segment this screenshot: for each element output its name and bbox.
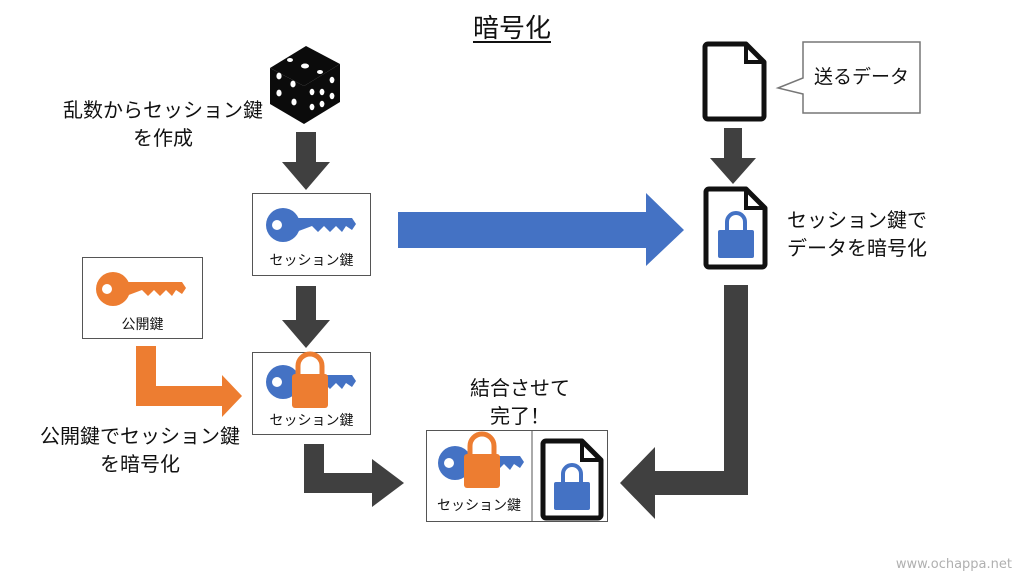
combine-label-line2: 完了！ — [490, 404, 550, 428]
public-key-box: 公開鍵 — [82, 257, 203, 339]
public-key-caption: 公開鍵 — [121, 317, 164, 333]
arrow-dice-to-session-key — [282, 132, 330, 190]
send-data-label: 送るデータ — [813, 66, 909, 88]
session-key-caption: セッション鍵 — [269, 253, 354, 269]
arrow-public-key-to-encrypt — [136, 346, 242, 417]
lock-icon — [464, 431, 500, 488]
random-key-label-line1: 乱数からセッション鍵 — [63, 98, 263, 122]
session-key-icon — [266, 208, 356, 242]
arrow-session-key-to-data — [398, 193, 684, 266]
encrypt-data-label-line2: データを暗号化 — [787, 236, 927, 260]
encrypt-key-label-line1: 公開鍵でセッション鍵 — [40, 424, 240, 448]
encrypt-key-label: 公開鍵でセッション鍵 を暗号化 — [30, 422, 250, 478]
combined-session-key-caption: セッション鍵 — [437, 498, 521, 514]
random-key-label: 乱数からセッション鍵 を作成 — [58, 96, 268, 152]
dice-icon — [270, 46, 340, 124]
encrypt-key-label-line2: を暗号化 — [100, 452, 180, 476]
document-icon — [702, 41, 767, 122]
combine-label-line1: 結合させて — [470, 376, 570, 400]
page-title: 暗号化 — [472, 14, 551, 44]
lock-icon — [292, 351, 328, 408]
public-key-icon — [96, 272, 186, 306]
random-key-label-line2: を作成 — [133, 126, 193, 150]
encrypted-document-icon — [540, 438, 604, 521]
arrow-encrypted-data-to-combined — [620, 285, 748, 519]
speech-bubble — [775, 41, 921, 114]
arrow-session-key-down — [282, 286, 330, 348]
encrypt-data-label: セッション鍵で データを暗号化 — [772, 206, 942, 262]
arrow-data-to-encrypted — [710, 128, 756, 184]
encrypted-session-key-caption: セッション鍵 — [269, 413, 354, 429]
encrypt-data-label-line1: セッション鍵で — [787, 208, 927, 232]
combine-label: 結合させて 完了！ — [455, 374, 585, 430]
arrow-encrypted-key-to-combined — [304, 444, 404, 507]
encrypted-document-icon — [703, 186, 768, 270]
watermark: www.ochappa.net — [895, 557, 1012, 572]
